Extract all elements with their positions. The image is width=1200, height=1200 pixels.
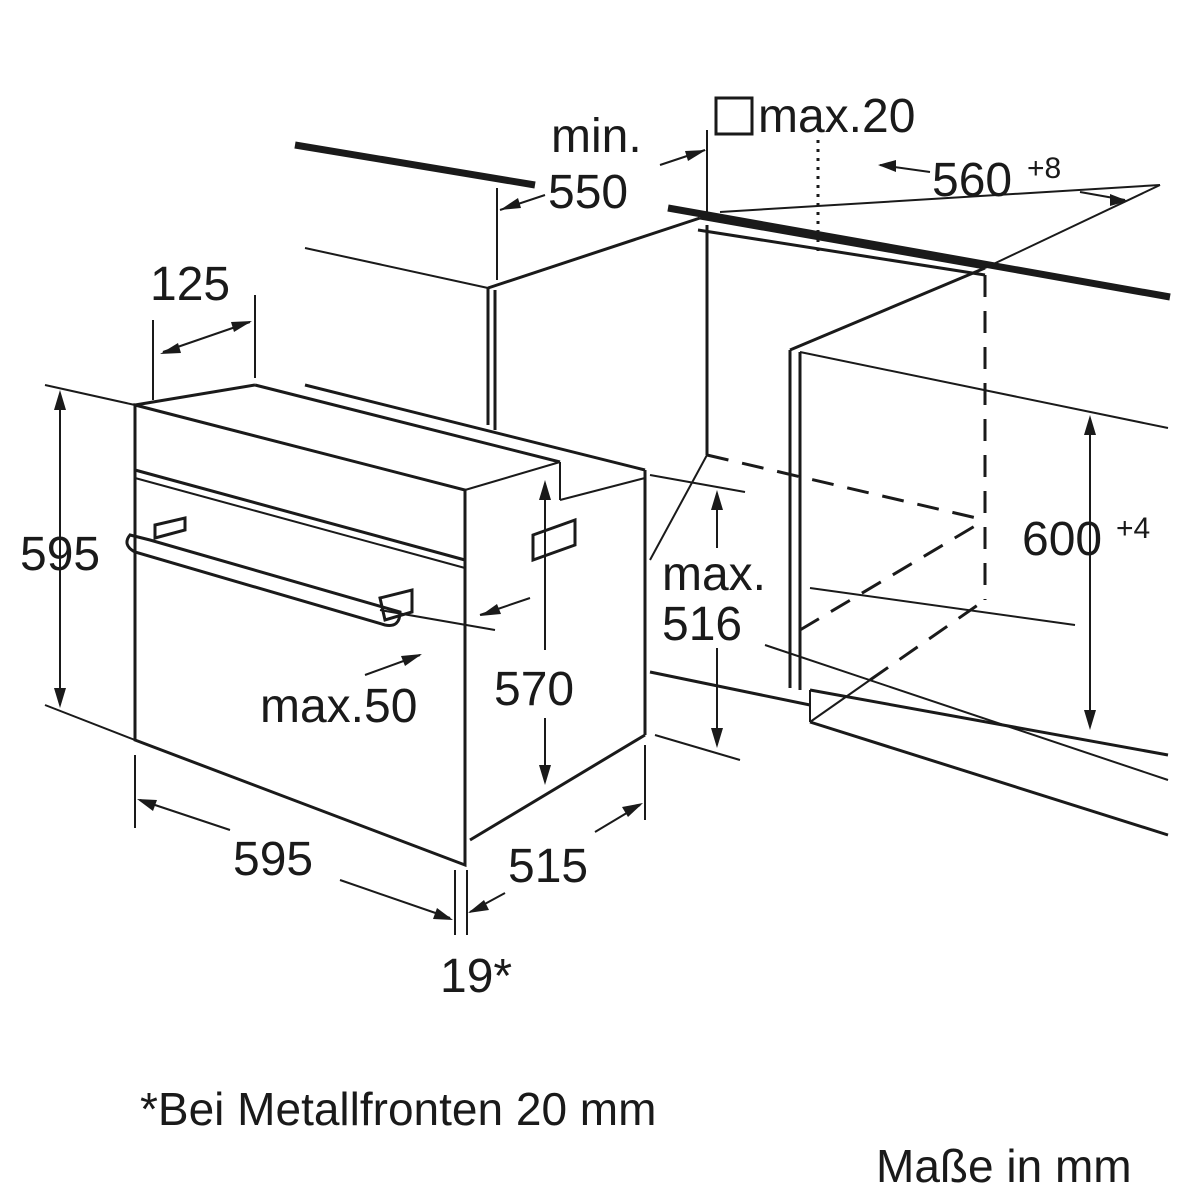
arrow-left-icon: [160, 343, 181, 354]
oven-handle: [125, 533, 402, 627]
label-600-tolerance: +4: [1116, 512, 1150, 545]
arrow-right-icon: [231, 321, 252, 332]
label-515: 515: [508, 840, 588, 893]
label-560: 560: [932, 154, 1012, 207]
left-extension-top: [304, 247, 489, 289]
arrow-left-icon: [468, 900, 489, 913]
right-wall-top-diag: [789, 266, 986, 352]
base-right-top: [809, 688, 1169, 757]
arrow-right-icon: [433, 908, 453, 920]
label-oven-height: 595: [20, 528, 100, 581]
niche-top-back-edge: [699, 216, 986, 270]
arrow-left-icon: [878, 160, 896, 172]
oven-control-panel-divider: [134, 468, 466, 562]
oven-side-bottom: [469, 733, 646, 842]
niche-top-right-diag: [984, 184, 1161, 269]
label-570: 570: [494, 663, 574, 716]
arrow-left-icon: [480, 604, 501, 616]
oven-top-back-2: [304, 383, 646, 472]
ext-line-height-bottom: [44, 704, 136, 741]
hidden-floor-diag: [799, 518, 986, 632]
units-note: Maße in mm: [876, 1140, 1132, 1192]
countertop-right: [667, 204, 1171, 301]
label-min: min.: [551, 110, 642, 163]
label-oven-width: 595: [233, 833, 313, 886]
niche-top-back-edge-2: [697, 228, 986, 277]
label-125: 125: [150, 258, 230, 311]
base-plinth-line: [764, 644, 1169, 781]
arrow-right-icon: [685, 150, 706, 161]
base-right-bottom: [809, 720, 1169, 837]
label-19: 19*: [440, 950, 512, 1003]
label-max: max.: [662, 548, 766, 601]
label-550: 550: [548, 166, 628, 219]
countertop-left: [294, 141, 536, 189]
niche-top-rear-line: [719, 184, 1161, 213]
arrow-down-icon: [54, 688, 66, 708]
base-inner-diag: [809, 679, 871, 723]
arrow-down-icon: [711, 728, 723, 748]
arrow-up-icon: [54, 390, 66, 410]
label-max50: max.50: [260, 680, 417, 733]
handle-mount-right: [378, 588, 414, 622]
ext-line-height-top: [44, 384, 136, 406]
label-516: 516: [662, 598, 742, 651]
base-floor-line: [654, 734, 741, 761]
base-left: [649, 670, 811, 707]
oven-door-top-edge: [134, 477, 466, 569]
arrow-left-icon: [500, 198, 521, 210]
square-icon: [714, 96, 754, 136]
oven-top-back: [254, 383, 561, 464]
footnote: *Bei Metallfronten 20 mm: [140, 1083, 656, 1135]
arrow-down-icon: [1084, 710, 1096, 730]
oven-front-panel: [133, 403, 467, 868]
cabinet-niche: [294, 140, 1171, 837]
label-max20: max.20: [758, 90, 915, 143]
arrow-up-icon: [539, 480, 551, 500]
niche-top-left-edge: [487, 216, 701, 290]
arrow-down-icon: [539, 765, 551, 785]
right-wall-mid-line: [809, 587, 1076, 626]
label-600: 600: [1022, 513, 1102, 566]
ext-line-handle: [379, 609, 496, 631]
dimension-lines: [44, 130, 1128, 935]
arrow-right-icon: [401, 654, 422, 666]
oven-side-step-2: [559, 477, 646, 501]
label-560-tolerance: +8: [1027, 152, 1061, 185]
oven-top-left: [134, 383, 256, 407]
arrow-up-icon: [1084, 415, 1096, 435]
arrow-left-icon: [137, 799, 157, 811]
handle-mount-left: [153, 516, 187, 540]
oven: [125, 383, 647, 868]
dim-line-595-right: [339, 879, 451, 919]
arrow-right-icon: [1110, 194, 1128, 206]
arrow-up-icon: [711, 490, 723, 510]
shelf-front-line: [649, 474, 746, 493]
hidden-floor-diag-2: [869, 598, 986, 682]
oven-side-bracket: [531, 517, 577, 563]
shelf-left-diag: [649, 454, 708, 561]
oven-top-right: [464, 461, 561, 491]
arrow-right-icon: [622, 803, 643, 817]
hidden-back-bottom: [706, 453, 986, 522]
